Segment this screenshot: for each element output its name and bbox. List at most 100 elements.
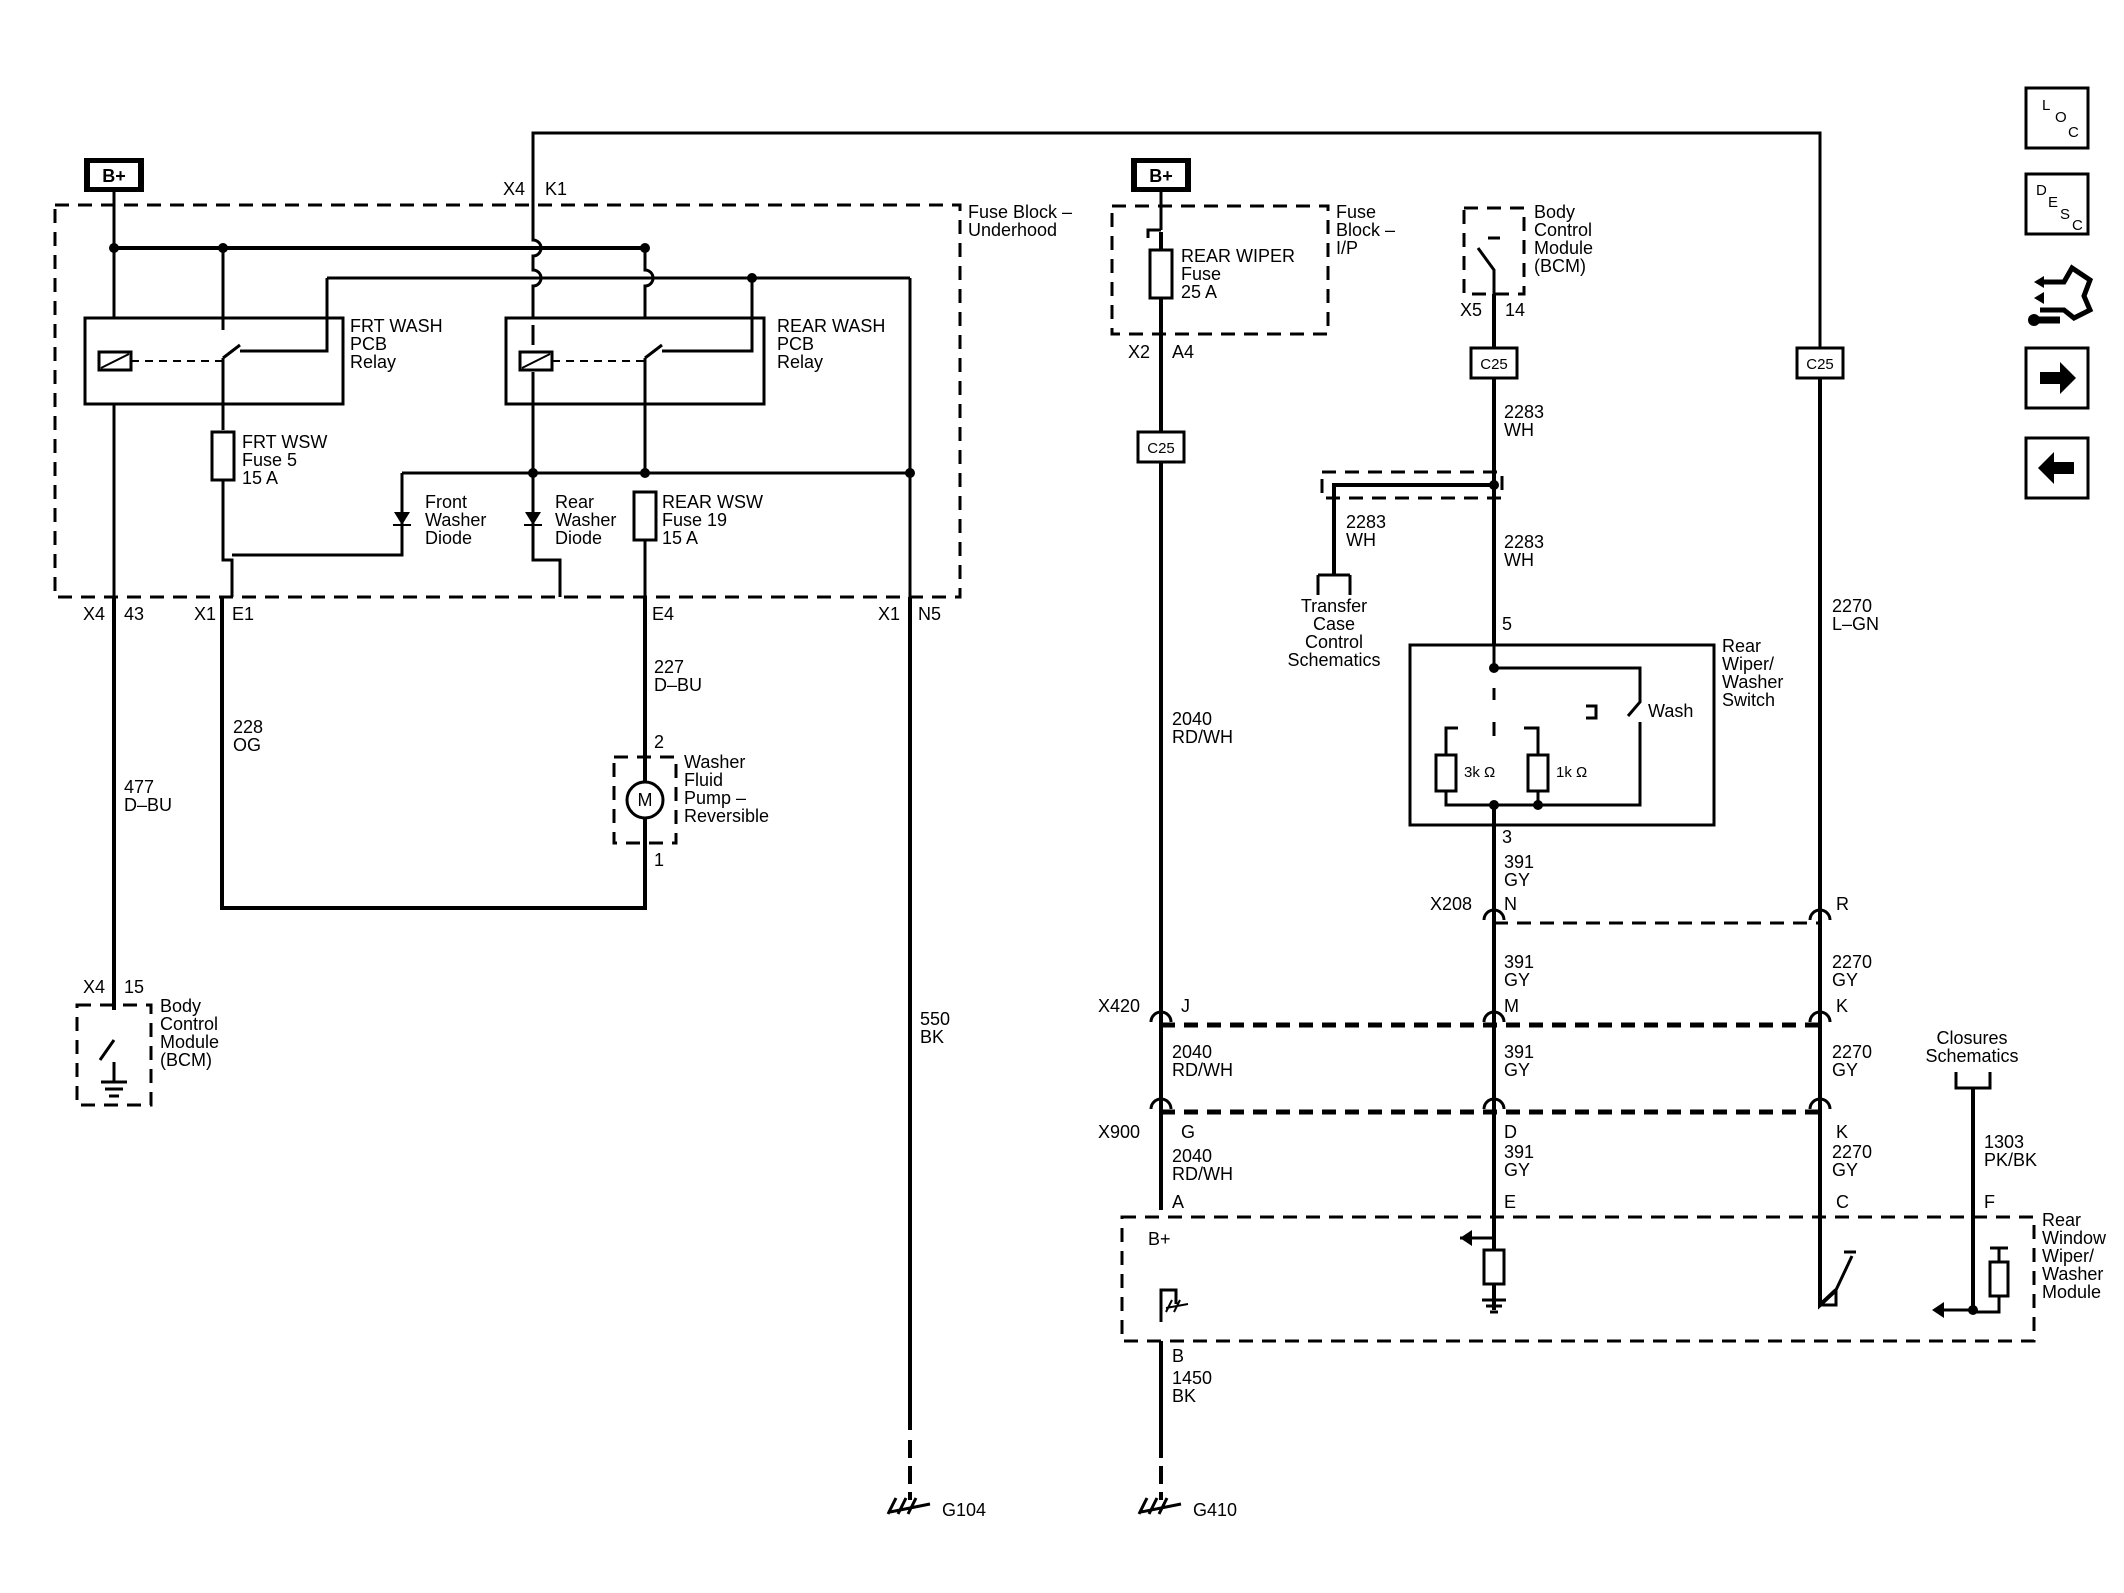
pin-a4: A4 [1172, 342, 1194, 362]
desc-button[interactable]: D E S C [2024, 172, 2090, 236]
rear-relay-contact [644, 343, 663, 360]
wire-2283-num-b: 2283 [1504, 532, 1544, 552]
frt-relay-label-2: PCB [350, 334, 387, 354]
pin-f: F [1984, 1192, 1995, 1212]
transfer-case-label-3: Control [1305, 632, 1363, 652]
loc-button[interactable]: L O C [2024, 86, 2090, 150]
bcm-left-switch [98, 1039, 127, 1098]
arrow-left-icon [2038, 452, 2074, 484]
wire-2270-color-b: GY [1832, 970, 1858, 990]
svg-text:C25: C25 [1480, 356, 1508, 373]
closures-label-1: Closures [1936, 1028, 2007, 1048]
wire-2040-num-b: 2040 [1172, 1042, 1212, 1062]
fuse-block-ip-label-3: I/P [1336, 238, 1358, 258]
fuse-block-ip-border [1110, 204, 1330, 336]
wire-2283-num-c: 2283 [1346, 512, 1386, 532]
pin-n: N [1504, 894, 1517, 914]
rear-diode-label-1: Rear [555, 492, 594, 512]
pump-pin-1: 1 [654, 850, 664, 870]
pin-j: J [1181, 996, 1190, 1016]
fuse-block-ip-label-1: Fuse [1336, 202, 1376, 222]
pin-b: B [1172, 1346, 1184, 1366]
front-diode-label-2: Washer [425, 510, 486, 530]
resistor-3k [1434, 753, 1458, 793]
wire-391-num-c: 391 [1504, 1042, 1534, 1062]
wire-2040-color-a: RD/WH [1172, 727, 1233, 747]
svg-text:S: S [2060, 206, 2070, 223]
bplus-label-right: B+ [1149, 166, 1173, 186]
bcm-top-border [1462, 206, 1526, 296]
wire-2283-color-c: WH [1346, 530, 1376, 550]
wire-2040-num-c: 2040 [1172, 1146, 1212, 1166]
frt-relay-contact [222, 343, 241, 360]
fuse-block-underhood-border [53, 203, 962, 599]
wire-391-num-a: 391 [1504, 852, 1534, 872]
wire-391-num-b: 391 [1504, 952, 1534, 972]
svg-text:L: L [2042, 97, 2050, 114]
pin-e1: E1 [232, 604, 254, 624]
frt-fuse-label-1: FRT WSW [242, 432, 327, 452]
wire-477-num: 477 [124, 777, 154, 797]
pin-m: M [1504, 996, 1519, 1016]
module-ground-b [1159, 1288, 1178, 1322]
rear-wiper-fuse [1148, 248, 1174, 300]
switch-label-2: Wiper/ [1722, 654, 1774, 674]
rear-washer-diode [525, 512, 541, 525]
module-input-arrow [1460, 1230, 1472, 1246]
connector-view-button[interactable] [2028, 264, 2094, 326]
next-page-button[interactable] [2024, 346, 2090, 410]
pin-d: D [1504, 1122, 1517, 1142]
wire-2270-color-d: GY [1832, 1160, 1858, 1180]
pump-label-4: Reversible [684, 806, 769, 826]
svg-text:C: C [2072, 217, 2083, 234]
c25-connector-a [1136, 430, 1186, 464]
ground-g104-label: G104 [942, 1500, 986, 1520]
rear-relay-label-1: REAR WASH [777, 316, 885, 336]
connector-icon [2028, 264, 2094, 326]
front-diode-label-3: Diode [425, 528, 472, 548]
pump-label-2: Fluid [684, 770, 723, 790]
previous-page-button[interactable] [2024, 436, 2090, 500]
module-label-2: Window [2042, 1228, 2107, 1248]
conn-x4: X4 [503, 179, 525, 199]
rear-fuse-label-3: 15 A [662, 528, 698, 548]
bcm-left-border [75, 1003, 153, 1107]
washer-pump-motor [625, 780, 665, 820]
wire-1303-color: PK/BK [1984, 1150, 2037, 1170]
svg-text:C25: C25 [1147, 440, 1175, 457]
rear-wiper-fuse-label-2: Fuse [1181, 264, 1221, 284]
arrow-right-icon [2040, 362, 2076, 394]
module-pulldown-resistor [1482, 1248, 1506, 1286]
ground-g104-symbol [886, 1497, 931, 1515]
wire-2283-color-a: WH [1504, 420, 1534, 440]
ground-g410-label: G410 [1193, 1500, 1237, 1520]
pin-e4: E4 [652, 604, 674, 624]
bcm-top-switch [1476, 236, 1500, 294]
rear-wsw-fuse [632, 490, 658, 542]
module-label-4: Washer [2042, 1264, 2103, 1284]
pin-k-x900: K [1836, 1122, 1848, 1142]
pin-c: C [1836, 1192, 1849, 1212]
rear-wiper-washer-switch [1408, 643, 1716, 827]
bplus-label-left: B+ [102, 166, 126, 186]
transfer-case-label-1: Transfer [1301, 596, 1367, 616]
conn-x4-15: X4 [83, 977, 105, 997]
pin-k-x420: K [1836, 996, 1848, 1016]
wire-2040-color-c: RD/WH [1172, 1164, 1233, 1184]
transfer-case-label-4: Schematics [1287, 650, 1380, 670]
wire-1450-color: BK [1172, 1386, 1196, 1406]
module-bplus-label: B+ [1148, 1229, 1171, 1249]
rear-relay-label-3: Relay [777, 352, 823, 372]
wire-rear-switch [643, 248, 655, 355]
wire-391-num-d: 391 [1504, 1142, 1534, 1162]
pin-15: 15 [124, 977, 144, 997]
svg-text:C: C [2068, 124, 2079, 141]
wire-550-num: 550 [920, 1009, 950, 1029]
svg-text:E: E [2048, 194, 2058, 211]
pin-r: R [1836, 894, 1849, 914]
rear-window-module-border [1120, 1215, 2036, 1343]
wire-2270-color-a: L–GN [1832, 614, 1879, 634]
bcm-left-label-4: (BCM) [160, 1050, 212, 1070]
switch-pin-3: 3 [1502, 827, 1512, 847]
bcm-left-label-2: Control [160, 1014, 218, 1034]
